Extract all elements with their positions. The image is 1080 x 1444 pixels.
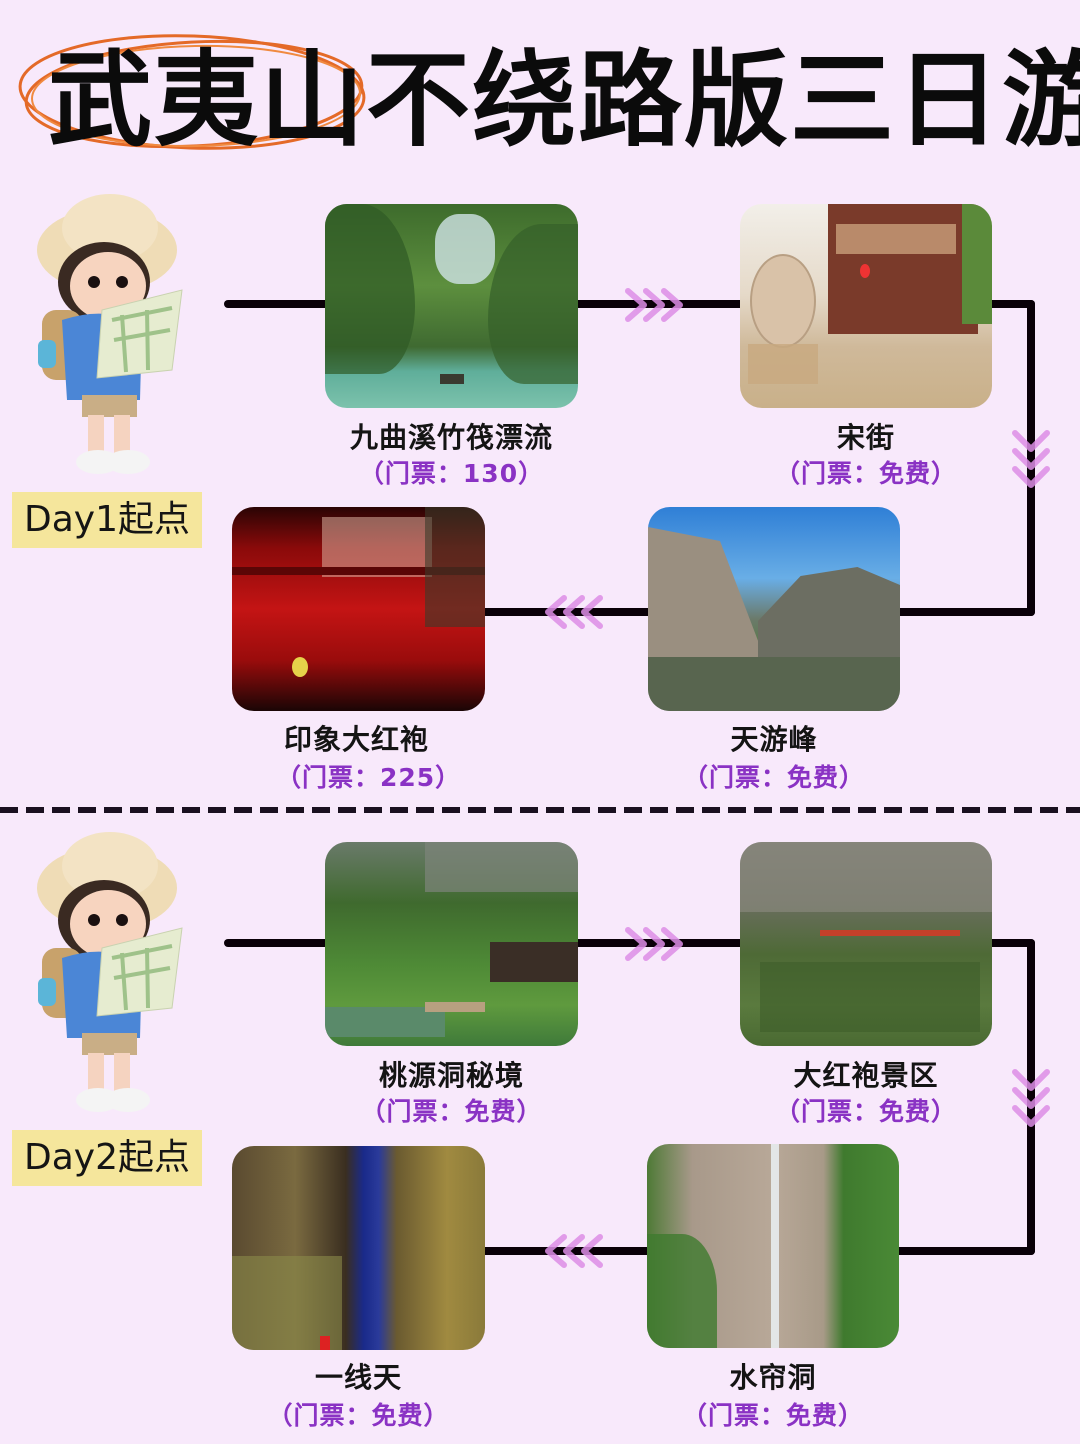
chevron-left-arrow-icon xyxy=(545,1234,603,1268)
route-line xyxy=(1027,939,1035,1255)
spot-name: 九曲溪竹筏漂流 xyxy=(349,421,553,454)
page-title: 武夷山不绕路版三日游 xyxy=(48,39,1080,161)
spot-ticket-price: （门票：免费） xyxy=(774,459,957,488)
chevron-down-arrow-icon xyxy=(1012,1069,1050,1127)
route-line xyxy=(224,300,334,308)
day2-start-badge: Day2起点 xyxy=(12,1130,202,1186)
traveler-girl-mascot-icon xyxy=(37,832,183,1112)
route-line xyxy=(1027,300,1035,616)
spot-name: 宋街 xyxy=(836,421,895,454)
traveler-girl-mascot-icon xyxy=(37,194,183,474)
spot-name: 水帘洞 xyxy=(729,1361,817,1394)
spot-name: 印象大红袍 xyxy=(284,723,430,756)
spot-ticket-price: （门票：免费） xyxy=(682,763,865,792)
photo-dahongpao-scenic-area[interactable] xyxy=(740,842,992,1046)
spot-name: 大红袍景区 xyxy=(793,1059,939,1092)
route-line xyxy=(985,939,1035,947)
spot-name: 一线天 xyxy=(314,1361,402,1394)
photo-tianyou-peak[interactable] xyxy=(648,507,900,711)
route-line xyxy=(890,608,1035,616)
chevron-right-arrow-icon xyxy=(625,288,683,322)
route-line xyxy=(985,300,1035,308)
spot-ticket-price: （门票：免费） xyxy=(267,1401,450,1430)
photo-yixiantian[interactable] xyxy=(232,1146,485,1350)
photo-impression-dahongpao-show[interactable] xyxy=(232,507,485,711)
route-line xyxy=(224,939,334,947)
spot-name: 桃源洞秘境 xyxy=(378,1059,524,1092)
photo-taoyuan-cave[interactable] xyxy=(325,842,578,1046)
photo-water-curtain-cave[interactable] xyxy=(647,1144,899,1348)
day1-start-badge: Day1起点 xyxy=(12,492,202,548)
chevron-right-arrow-icon xyxy=(625,927,683,961)
spot-ticket-price: （门票：免费） xyxy=(774,1097,957,1126)
chevron-down-arrow-icon xyxy=(1012,430,1050,488)
chevron-left-arrow-icon xyxy=(545,595,603,629)
spot-ticket-price: （门票：130） xyxy=(358,459,545,488)
spot-ticket-price: （门票：免费） xyxy=(360,1097,543,1126)
spot-ticket-price: （门票：225） xyxy=(276,763,462,792)
photo-song-street[interactable] xyxy=(740,204,992,408)
spot-ticket-price: （门票：免费） xyxy=(681,1401,864,1430)
route-line xyxy=(890,1247,1035,1255)
day-section-divider xyxy=(0,807,1080,813)
photo-river-bamboo-raft[interactable] xyxy=(325,204,578,408)
spot-name: 天游峰 xyxy=(730,723,818,756)
